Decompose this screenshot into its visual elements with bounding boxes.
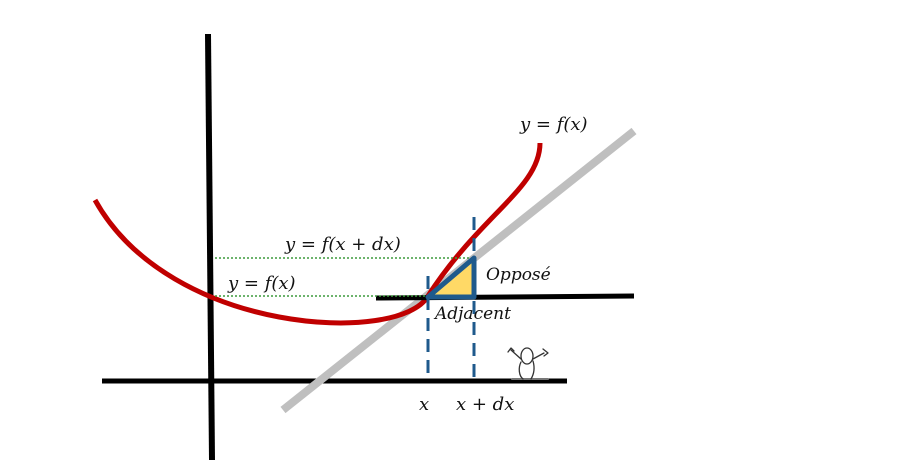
adjacent-label: Adjacent	[433, 304, 511, 324]
y-axis	[205, 33, 215, 461]
curve-label: y = f(x)	[519, 114, 588, 135]
x-tick-label: x	[419, 394, 429, 415]
opposite-label: Opposé	[486, 265, 551, 285]
function-curve	[92, 142, 543, 326]
horizontal-reference-line	[375, 293, 635, 301]
stick-figure-cheering-icon	[507, 347, 549, 380]
f-x-plus-dx-label: y = f(x + dx)	[284, 234, 401, 255]
f-x-label: y = f(x)	[227, 273, 296, 294]
x-plus-dx-tick-label: x + dx	[456, 394, 514, 415]
slope-triangle	[425, 255, 477, 300]
